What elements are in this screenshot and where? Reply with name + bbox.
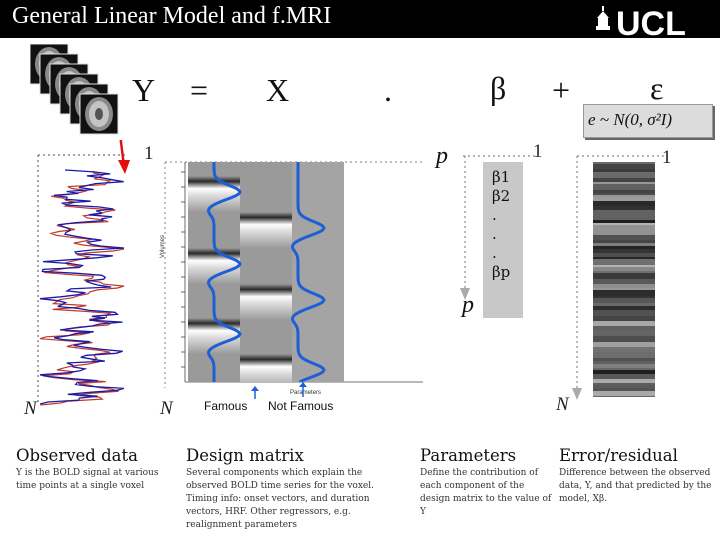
dim-p-x: p (436, 143, 448, 169)
caption-title-error: Error/residual (559, 446, 678, 465)
label-famous: Famous (204, 399, 248, 413)
design-matrix (188, 162, 344, 382)
beta-item: . (492, 225, 497, 243)
famous-arrow-icon (251, 386, 259, 399)
residual-image (593, 162, 655, 397)
beta-item: βp (492, 263, 511, 281)
beta-symbol: β (490, 70, 507, 106)
dim-n-x: N (160, 398, 173, 419)
dim-p-beta: p (462, 292, 474, 318)
dim-one-e: 1 (662, 147, 672, 168)
label-not-famous: Not Famous (268, 399, 334, 413)
design-xlabel: Parameters (290, 390, 322, 396)
epsilon-symbol: ε (650, 70, 664, 106)
slide-title: General Linear Model and f.MRI (12, 3, 332, 29)
dim-n-y: N (24, 398, 37, 419)
parameters-axes (460, 155, 539, 300)
brain-slices (30, 44, 119, 135)
caption-text-observed: Y is the BOLD signal at various time poi… (16, 468, 159, 491)
brain-slice (79, 93, 119, 135)
not-famous-arrow-icon (299, 382, 307, 397)
beta-list: β1 β2 . . . βp (492, 168, 510, 282)
x-symbol: X (266, 72, 290, 108)
caption-text-parameters: Define the contribution of each componen… (420, 468, 552, 517)
dim-n-e: N (556, 394, 569, 415)
dim-one-beta: 1 (533, 141, 543, 162)
caption-text-error: Difference between the observed data, Y,… (559, 468, 712, 504)
caption-title-parameters: Parameters (420, 446, 517, 465)
observed-data-plot (37, 140, 130, 406)
beta-item: . (492, 244, 497, 262)
design-ylabel: Volumes (160, 234, 166, 258)
caption-title-observed: Observed data (16, 446, 138, 465)
caption-title-design: Design matrix (186, 446, 304, 465)
ucl-logo: UCL (596, 6, 686, 36)
error-formula: e ~ N(0, σ²I) (588, 110, 673, 129)
residual-axes (572, 155, 667, 400)
beta-item: . (492, 206, 497, 224)
equals-sign: = (190, 72, 209, 108)
plus-sign: + (552, 72, 571, 108)
dot-operator: . (384, 72, 392, 108)
caption-text-design: Several components which explain the obs… (186, 468, 374, 530)
beta-vector-panel: β1 β2 . . . βp (483, 162, 523, 318)
beta-item: β2 (492, 187, 511, 205)
y-symbol: Y (132, 72, 156, 108)
error-formula-box: e ~ N(0, σ²I) (583, 104, 713, 138)
dim-one-y: 1 (144, 143, 154, 164)
beta-item: β1 (492, 168, 511, 186)
svg-text:UCL: UCL (616, 6, 686, 36)
